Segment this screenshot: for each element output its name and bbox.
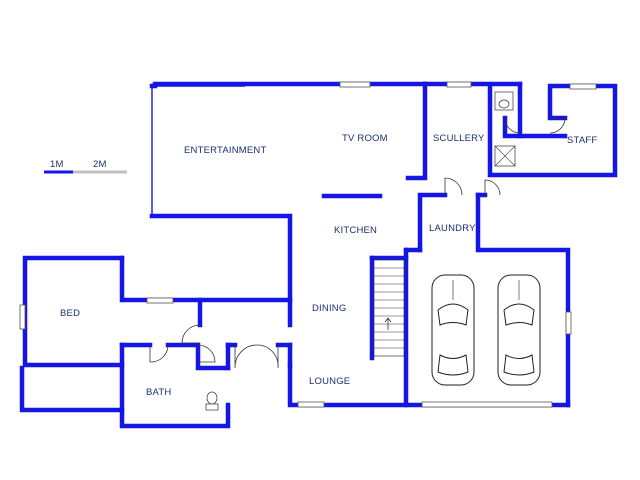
room-label-laundry: LAUNDRY	[429, 223, 476, 234]
toilet-icon	[498, 99, 510, 109]
cars	[431, 274, 541, 386]
room-label-tv-room: TV ROOM	[342, 133, 388, 144]
garage-door	[421, 401, 553, 408]
room-label-scullery: SCULLERY	[433, 133, 485, 144]
room-label-dining: DINING	[312, 303, 346, 314]
window-bed-left	[19, 304, 26, 330]
room-label-lounge: LOUNGE	[309, 376, 350, 387]
car-icon-right	[497, 274, 541, 386]
scale-label-2m: 2M	[93, 159, 107, 170]
scale-label-1m: 1M	[50, 159, 64, 170]
door-staff-corridor	[484, 179, 501, 196]
door-passage	[197, 344, 216, 363]
window-tv-room	[339, 81, 371, 88]
windows	[19, 81, 597, 408]
door-bath	[149, 344, 169, 363]
doors	[149, 117, 566, 369]
scale-bar: 1M 2M	[44, 159, 127, 174]
door-entrance-left	[234, 344, 258, 369]
room-label-entertainment: ENTERTAINMENT	[184, 145, 266, 156]
window-garage-side	[565, 311, 572, 335]
door-scullery-wc	[504, 117, 521, 134]
door-entrance-right	[256, 344, 279, 369]
room-label-staff: STAFF	[567, 135, 597, 146]
window-staff	[569, 83, 597, 90]
room-label-bed: BED	[60, 308, 80, 319]
room-label-kitchen: KITCHEN	[334, 225, 377, 236]
door-staff	[549, 117, 566, 134]
stair-arrow-icon	[384, 317, 392, 330]
window-scullery	[446, 81, 472, 88]
door-bed	[181, 324, 201, 344]
bath-toilet-icon	[206, 391, 218, 405]
window-bed-top	[146, 297, 174, 304]
staircase	[373, 259, 405, 357]
fixtures	[205, 91, 516, 411]
room-labels: ENTERTAINMENT TV ROOM SCULLERY STAFF KIT…	[60, 133, 597, 398]
window-lounge	[297, 401, 325, 408]
door-laundry	[444, 177, 463, 196]
car-icon-left	[431, 274, 475, 386]
room-label-bath: BATH	[146, 387, 171, 398]
